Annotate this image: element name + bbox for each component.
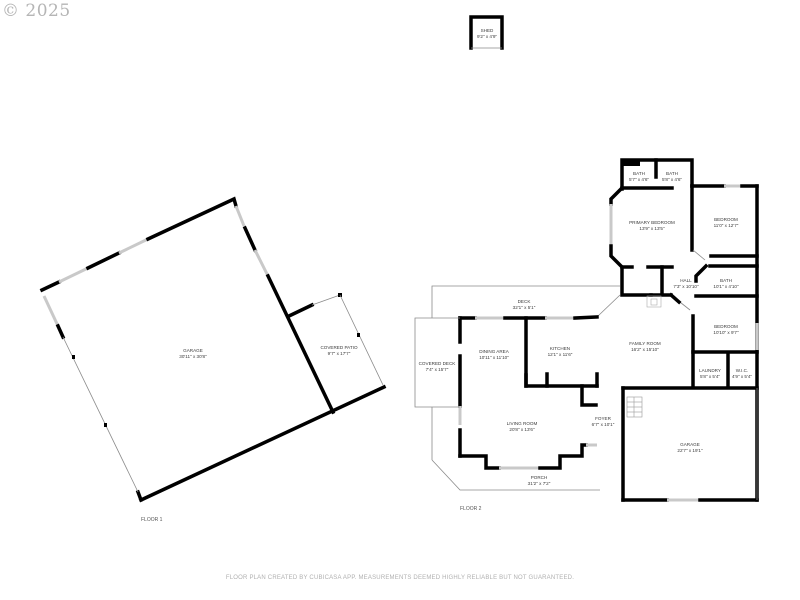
copyright-watermark: © 2025 [2,1,71,21]
floor1-garage-outline [39,196,387,503]
shed-outline [469,15,504,50]
floor2-outline [414,158,759,502]
floor-label-1: FLOOR 1 [141,517,163,523]
disclaimer-footer: FLOOR PLAN CREATED BY CUBICASA APP. MEAS… [225,575,575,581]
floor-label-2: FLOOR 2 [460,506,482,512]
room-label-wic: W.I.C.4'9" x 5'4" [731,368,753,379]
